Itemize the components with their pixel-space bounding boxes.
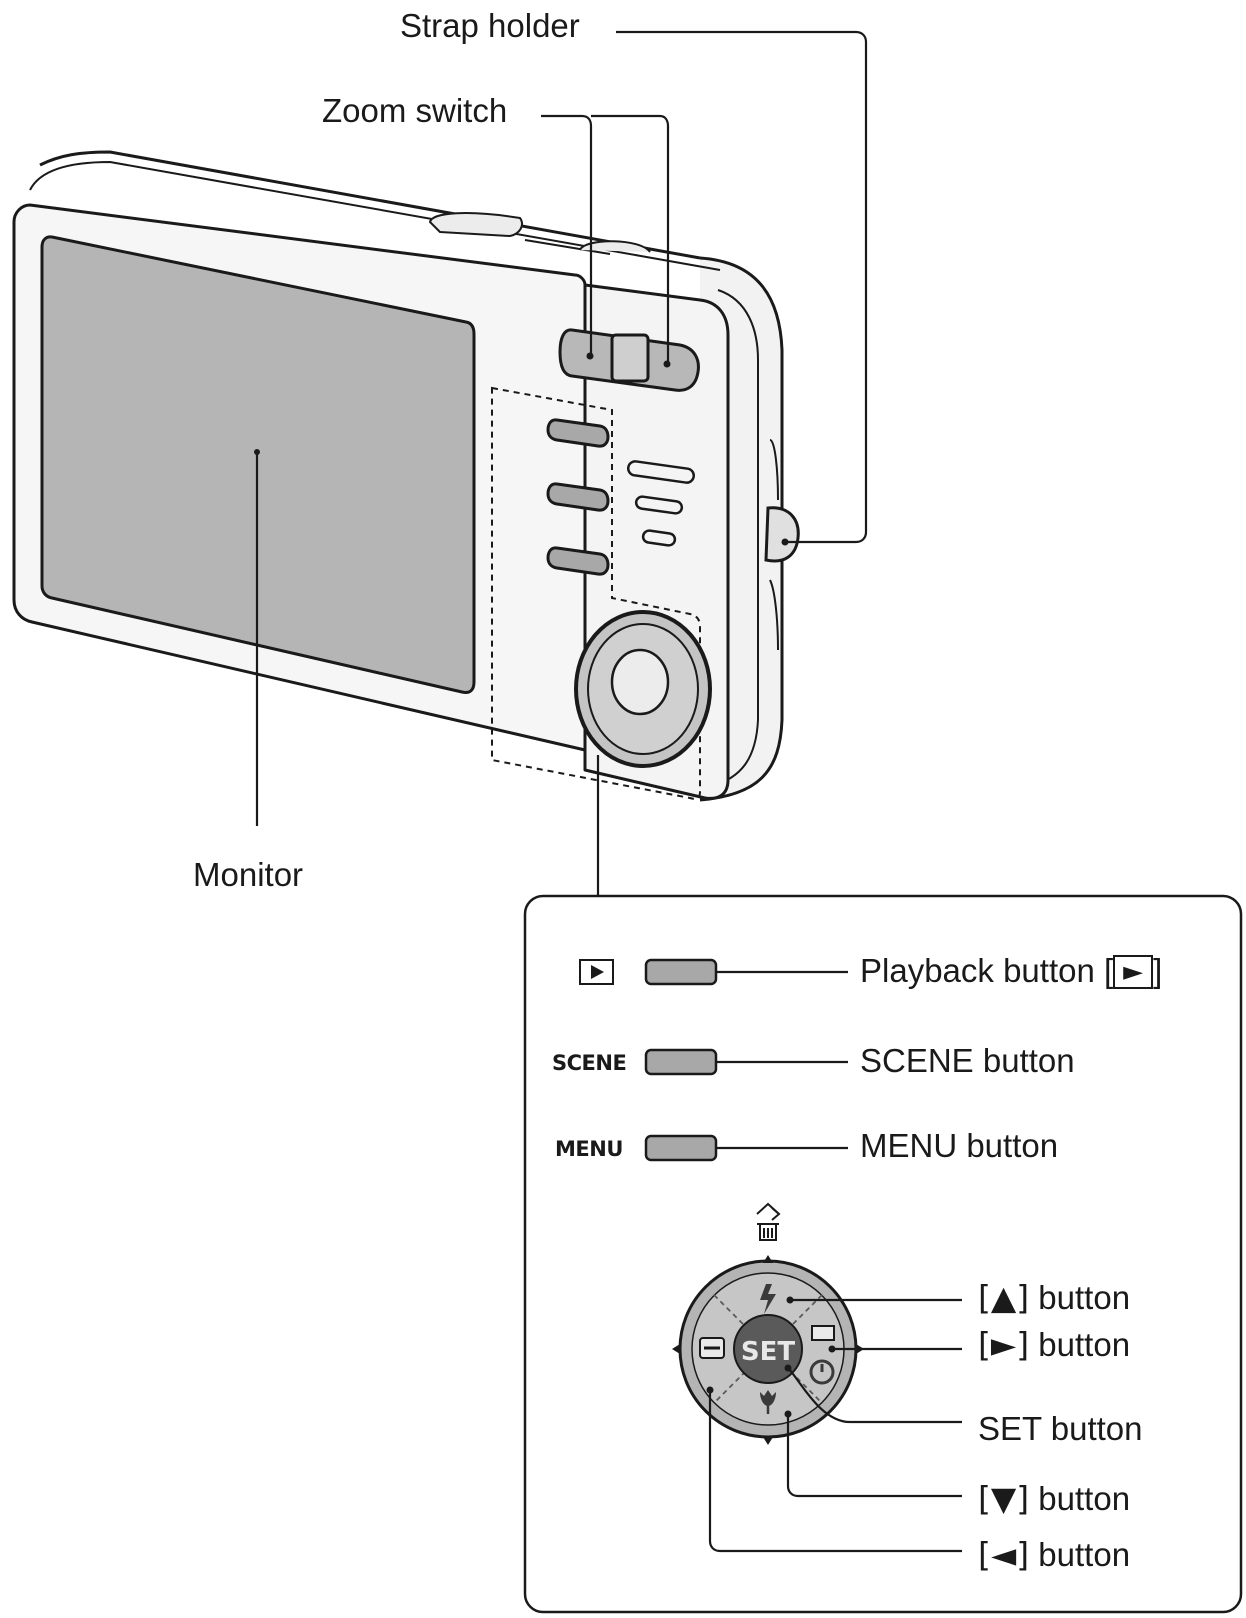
right-button-label: [►] button — [978, 1325, 1131, 1364]
dial-leader-lines — [708, 1298, 962, 1553]
strap-dot — [781, 538, 789, 546]
button-area-outline — [491, 386, 701, 800]
strap-holder — [764, 506, 800, 563]
set-button-label: SET button — [978, 1410, 1143, 1447]
menu-button-label: MENU button — [860, 1127, 1059, 1164]
left-button-label: [◄] button — [978, 1535, 1131, 1574]
playback-icon — [591, 965, 604, 979]
scene-button-label: SCENE button — [860, 1042, 1075, 1079]
down-button-label: [▼] button — [978, 1479, 1131, 1518]
scene-text: SCENE — [552, 1051, 626, 1075]
callout-dial: SET — [672, 1202, 864, 1445]
zoom-switch-label: Zoom switch — [322, 92, 508, 129]
callout-box — [523, 894, 1243, 1614]
leader-lines — [255, 30, 868, 896]
menu-text: MENU — [555, 1137, 623, 1161]
speaker-slots — [627, 460, 695, 547]
strap-holder-label: Strap holder — [400, 7, 580, 44]
camera-side-buttons — [546, 418, 610, 576]
up-button-label: [▲] button — [978, 1278, 1131, 1317]
set-button-shape — [733, 1314, 803, 1384]
dial-pointer-dots — [706, 1296, 836, 1418]
callout-buttons — [644, 958, 718, 1162]
set-button-text: SET — [741, 1337, 795, 1367]
camera-control-dial — [574, 610, 712, 768]
zoom-switch — [558, 328, 700, 392]
monitor-label: Monitor — [193, 856, 304, 893]
playback-symbol: ► — [1113, 955, 1154, 989]
playback-button-label: Playback button [►] — [860, 952, 1163, 989]
